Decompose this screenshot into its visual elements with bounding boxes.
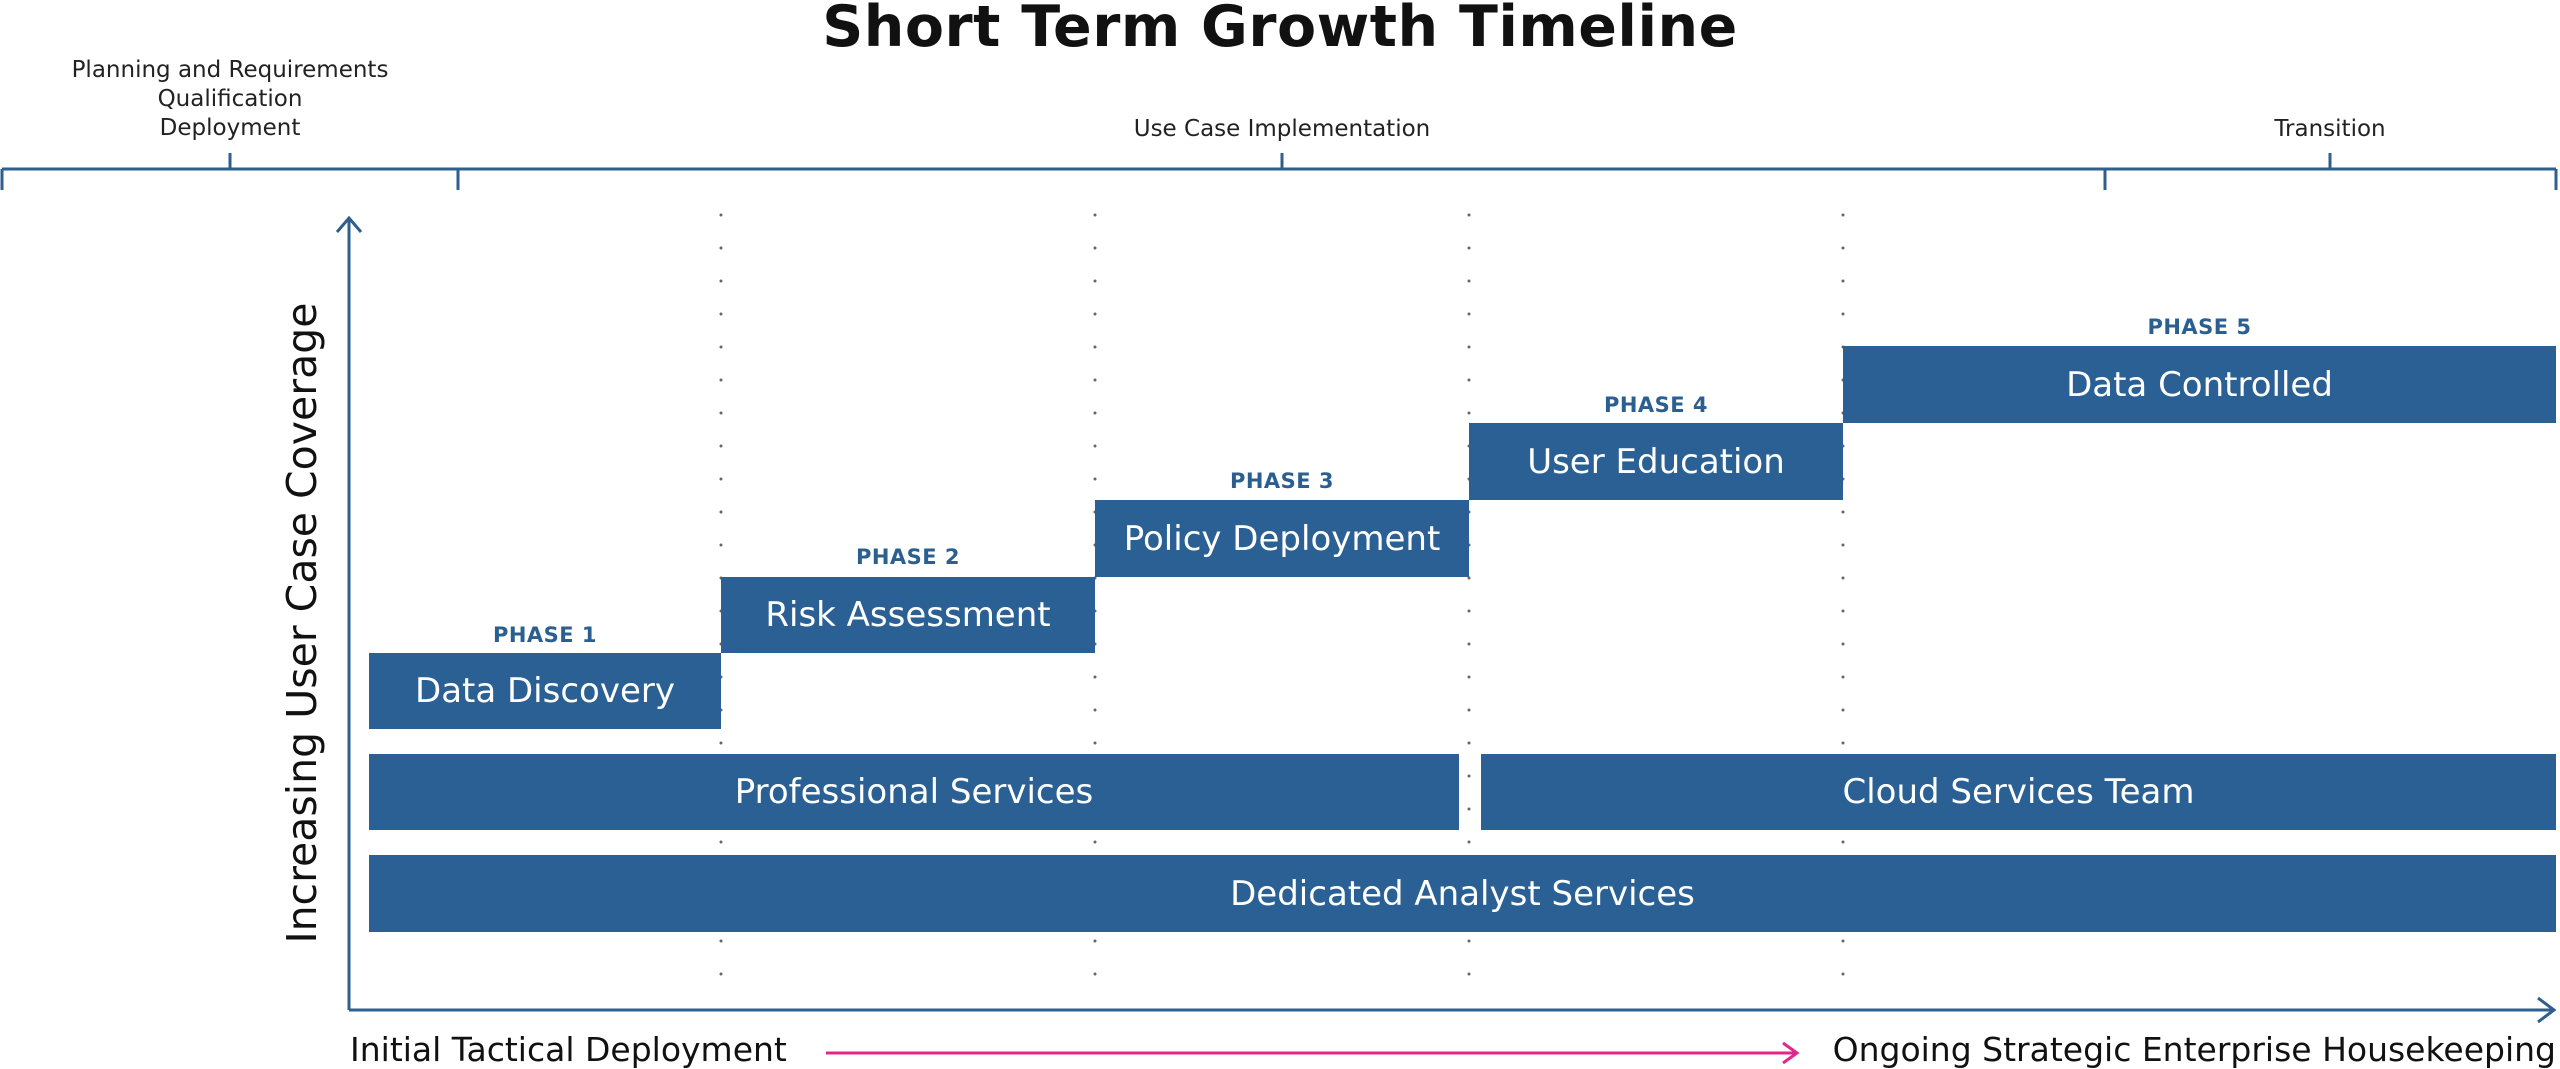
phase-3-label: PHASE 3: [1229, 469, 1335, 493]
professional-services-bar: Professional Services: [369, 754, 1459, 830]
phase-4-bar: User Education: [1469, 423, 1843, 500]
cloud-services-team-bar: Cloud Services Team: [1481, 754, 2556, 830]
phase-5-bar: Data Controlled: [1843, 346, 2556, 423]
phase-3-bar: Policy Deployment: [1095, 500, 1469, 577]
phase-2-bar: Risk Assessment: [721, 577, 1095, 653]
x-axis-start-label: Initial Tactical Deployment: [350, 1030, 787, 1069]
phase-1-label: PHASE 1: [492, 623, 598, 647]
phase-2-label: PHASE 2: [855, 545, 961, 569]
span-label-transition: Transition: [2274, 116, 2386, 142]
page-title: Short Term Growth Timeline: [822, 0, 1738, 60]
phase-4-label: PHASE 4: [1603, 393, 1709, 417]
span-label-planning: Planning and Requirements Qualification …: [71, 57, 389, 141]
phase-5-label: PHASE 5: [2147, 315, 2252, 339]
phase-1-bar: Data Discovery: [369, 653, 721, 729]
x-axis-end-label: Ongoing Strategic Enterprise Housekeepin…: [1832, 1030, 2556, 1069]
y-axis-label: Increasing User Case Coverage: [278, 302, 326, 944]
axes: [335, 215, 2557, 1024]
timeline-bracket: [0, 153, 2558, 190]
progress-arrow: [826, 1041, 1800, 1065]
dedicated-analyst-services-bar: Dedicated Analyst Services: [369, 855, 2556, 932]
span-label-implementation: Use Case Implementation: [1133, 116, 1431, 142]
